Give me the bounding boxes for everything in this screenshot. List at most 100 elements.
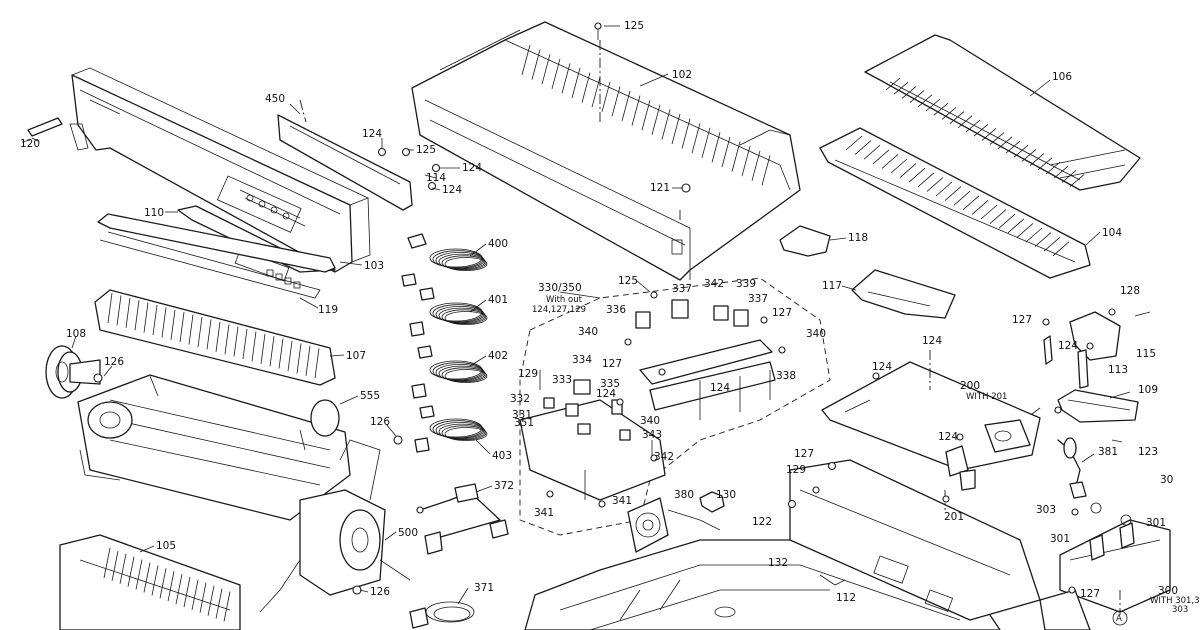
label-124: 124 (596, 388, 616, 400)
label-120: 120 (20, 138, 40, 150)
label-336: 336 (606, 304, 626, 316)
label-341: 341 (534, 507, 554, 519)
label-110: 110 (144, 207, 164, 219)
part-motor-500 (259, 439, 411, 613)
label-108: 108 (66, 328, 86, 340)
label-340: 340 (806, 328, 826, 340)
label-200-note: WITH 201 (966, 392, 1007, 402)
label-330-350: 330/350 (538, 282, 582, 294)
part-bar-119 (97, 213, 336, 299)
label-400: 400 (488, 238, 508, 250)
label-330-note-2: 124,127,129 (532, 305, 586, 315)
label-102: 102 (672, 69, 692, 81)
part-fan-380 (627, 497, 721, 553)
part-board-300 (1059, 502, 1171, 626)
label-555: 555 (360, 390, 380, 402)
label-125: 125 (624, 20, 644, 32)
part-harness-372 (416, 483, 509, 555)
label-372: 372 (494, 480, 514, 492)
label-340: 340 (640, 415, 660, 427)
part-130 (699, 491, 725, 513)
part-knob-108 (45, 345, 101, 399)
label-333: 333 (552, 374, 572, 386)
label-107: 107 (346, 350, 366, 362)
label-A: A (1116, 614, 1122, 624)
label-381: 381 (1098, 446, 1118, 458)
part-housing-corner (1039, 586, 1091, 630)
label-127: 127 (772, 307, 792, 319)
label-332: 332 (510, 393, 530, 405)
part-tray-104 (819, 127, 1091, 279)
label-300: 300 (1158, 585, 1178, 597)
label-114: 114 (426, 172, 446, 184)
label-380: 380 (674, 489, 694, 501)
label-330-note-1: With out (546, 295, 583, 305)
screws-left (93, 147, 441, 595)
cables-400-403 (401, 233, 488, 453)
label-30: 30 (1160, 474, 1173, 486)
label-402: 402 (488, 350, 508, 362)
label-123: 123 (1138, 446, 1158, 458)
label-125: 125 (618, 275, 638, 287)
label-342: 342 (704, 278, 724, 290)
part-frame-117 (851, 269, 956, 319)
label-113: 113 (1108, 364, 1128, 376)
label-104: 104 (1102, 227, 1122, 239)
part-bracket-450 (277, 99, 413, 211)
label-124: 124 (442, 184, 462, 196)
label-115: 115 (1136, 348, 1156, 360)
label-122: 122 (752, 516, 772, 528)
label-130: 130 (716, 489, 736, 501)
part-base-132 (524, 539, 1001, 630)
label-128: 128 (1120, 285, 1140, 297)
label-109: 109 (1138, 384, 1158, 396)
label-403: 403 (492, 450, 512, 462)
label-124: 124 (362, 128, 382, 140)
label-334: 334 (572, 354, 592, 366)
part-housing-102 (411, 21, 801, 281)
label-125: 125 (416, 144, 436, 156)
part-board-109 (1054, 389, 1139, 423)
label-129: 129 (518, 368, 538, 380)
label-121: 121 (650, 182, 670, 194)
label-337: 337 (672, 283, 692, 295)
label-300-note-2: 303 (1172, 605, 1188, 615)
part-platen-107 (94, 289, 336, 386)
label-338: 338 (776, 370, 796, 382)
leader-lines (31, 25, 1151, 605)
label-201: 201 (944, 511, 964, 523)
label-301: 301 (1050, 533, 1070, 545)
label-127: 127 (1080, 588, 1100, 600)
label-124: 124 (1058, 340, 1078, 352)
label-200: 200 (960, 380, 980, 392)
part-grille-105 (59, 534, 241, 630)
label-112: 112 (836, 592, 856, 604)
label-127: 127 (602, 358, 622, 370)
label-124: 124 (938, 431, 958, 443)
label-103: 103 (364, 260, 384, 272)
part-carriage-555 (77, 374, 351, 521)
label-105: 105 (156, 540, 176, 552)
label-118: 118 (848, 232, 868, 244)
label-335: 335 (600, 378, 620, 390)
label-371: 371 (474, 582, 494, 594)
part-harness-371 (409, 601, 475, 629)
label-119: 119 (318, 304, 338, 316)
label-342: 342 (654, 451, 674, 463)
label-132: 132 (768, 557, 788, 569)
label-129: 129 (786, 464, 806, 476)
label-500: 500 (398, 527, 418, 539)
label-106: 106 (1052, 71, 1072, 83)
part-cover-106 (864, 34, 1141, 191)
label-127: 127 (1012, 314, 1032, 326)
label-303: 303 (1036, 504, 1056, 516)
part-harness-381 (1057, 437, 1087, 499)
part-clip-118 (779, 225, 831, 257)
label-126: 126 (370, 416, 390, 428)
label-117: 117 (822, 280, 842, 292)
label-351: 351 (514, 417, 534, 429)
label-331: 331 (512, 409, 532, 421)
label-127: 127 (794, 448, 814, 460)
callout-labels: 120 450 124 125 124 114 124 110 103 119 … (20, 20, 1200, 624)
